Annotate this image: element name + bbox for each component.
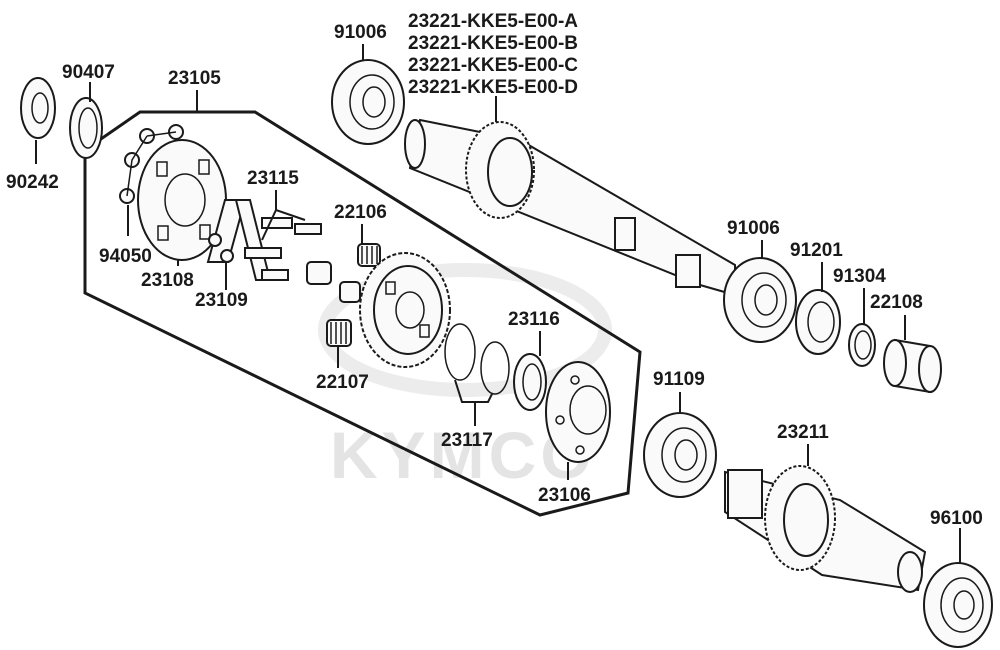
callout-23109: 23109 [195,290,248,311]
callout-23106: 23106 [538,485,591,506]
bushing-22108 [883,338,942,394]
callout-91304: 91304 [833,266,886,287]
clip-91304 [848,323,876,367]
callout-91109: 91109 [653,369,705,390]
link-plates-23109 [206,199,272,281]
springs-22107 [306,261,361,347]
callout-23221-c: 23221-KKE5-E00-C [408,55,578,76]
callout-91201: 91201 [790,240,843,261]
callout-23117: 23117 [441,430,493,451]
callout-23115: 23115 [247,168,299,189]
bearing-96100 [923,562,993,648]
springs-22106 [357,243,381,267]
callout-23221-b: 23221-KKE5-E00-B [408,33,578,54]
driven-gear [359,252,451,368]
bearing-91006-top [331,59,405,145]
washer-23116 [513,353,547,411]
callouts: 90407 90242 23105 91006 23221-KKE5-E00-A… [6,11,983,529]
callout-90242: 90242 [6,172,59,193]
callout-22106: 22106 [334,202,387,223]
bearing-91109 [643,412,717,498]
seal-91201 [795,289,841,355]
callout-22107: 22107 [316,372,369,393]
callout-23116: 23116 [508,309,560,330]
callout-90407: 90407 [62,62,115,83]
main-shaft-23221 [404,118,736,297]
callout-91006-mid: 91006 [727,218,780,239]
nut-90242 [20,77,56,139]
callout-23211: 23211 [777,422,829,443]
bolts-94050 [119,124,184,204]
callout-91006-top: 91006 [334,22,387,43]
callout-23108: 23108 [141,270,194,291]
callout-23221-d: 23221-KKE5-E00-D [408,77,578,98]
bearing-91006-mid [723,257,797,343]
final-shaft-23211 [724,465,927,593]
callout-96100: 96100 [930,508,983,529]
pins-23115 [244,217,322,281]
leader-lines [35,44,961,563]
callout-23105: 23105 [168,68,221,89]
assembly-boundary [83,110,642,517]
callout-23221-a: 23221-KKE5-E00-A [408,11,578,32]
o-rings-23117 [444,323,510,395]
callout-22108: 22108 [870,292,923,313]
washer-90407 [69,97,103,159]
callout-94050: 94050 [99,246,152,267]
hub-23106 [545,361,611,463]
